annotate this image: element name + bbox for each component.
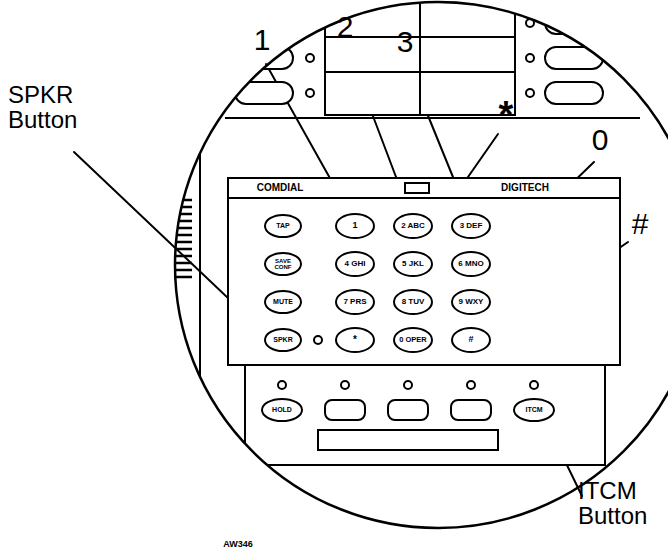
key-label: 0 OPER (399, 336, 427, 344)
key-label: * (353, 335, 357, 346)
callout-number: 3 (397, 26, 414, 58)
brand-label: DIGITECH (501, 183, 549, 194)
key-label: SAVE CONF (275, 258, 292, 271)
key-label: 1 (352, 221, 357, 230)
callout-label: SPKR Button (8, 82, 77, 132)
key-label: 9 WXY (459, 298, 484, 306)
key-label: MUTE (273, 298, 293, 305)
magnifier-circle (175, 2, 668, 528)
figure-id: AW346 (223, 540, 253, 549)
key-label: 4 GHI (345, 260, 366, 268)
callout-number: # (632, 208, 649, 240)
key-label: 3 DEF (460, 222, 483, 230)
key-label: 7 PRS (343, 298, 366, 306)
key-label: 8 TUV (402, 298, 425, 306)
key-label: 5 JKL (402, 260, 424, 268)
key-label: TAP (276, 222, 289, 229)
key-label: SPKR (273, 336, 292, 343)
button-label: HOLD (272, 406, 292, 413)
leader-lines (74, 50, 628, 496)
button-label: ITCM (525, 406, 542, 413)
callout-label: ITCM Button (578, 478, 647, 528)
key-label: 6 MNO (458, 260, 483, 268)
phone-body (176, 0, 640, 480)
callout-number: 1 (254, 24, 271, 56)
callout-number: 0 (592, 124, 609, 156)
key-label: # (468, 335, 473, 344)
key-label: 2 ABC (401, 222, 425, 230)
callout-number: 2 (337, 11, 354, 43)
brand-label: COMDIAL (257, 183, 304, 194)
callout-number: * (499, 96, 514, 136)
